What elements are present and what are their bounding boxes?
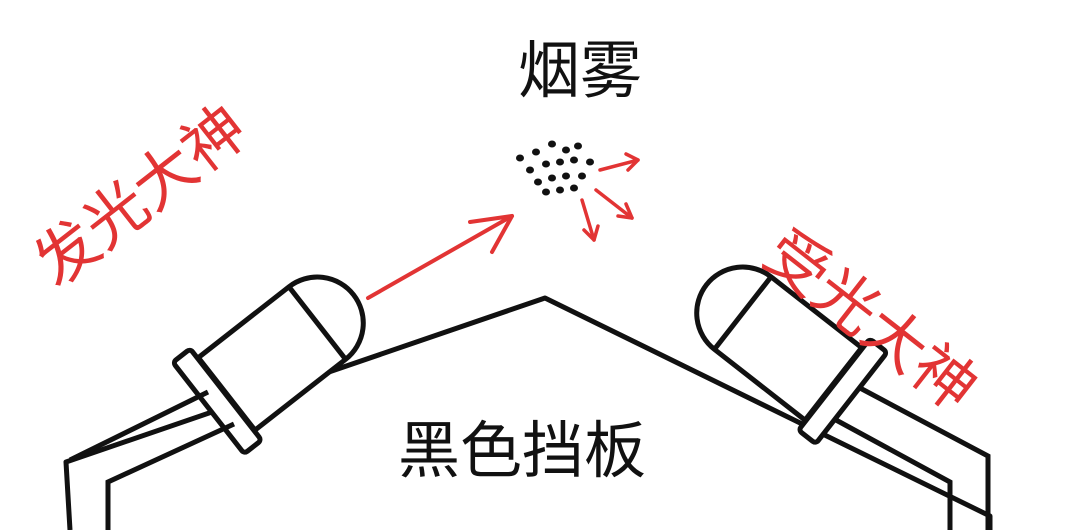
emitter-lead-lower	[105, 421, 236, 530]
baffle-label: 黑色挡板	[398, 414, 647, 487]
smoke-particles-icon	[516, 140, 594, 196]
receiver-lead-lower	[834, 417, 953, 530]
photodiode-receiver-icon	[694, 264, 889, 445]
led-emitter-icon	[171, 274, 366, 455]
smoke-label: 烟雾	[518, 34, 643, 107]
scattered-light-arrows	[580, 152, 640, 242]
emitter-lead-upper	[68, 389, 210, 463]
receiver-lead-upper	[858, 385, 991, 530]
emitted-light-arrow	[366, 214, 514, 300]
